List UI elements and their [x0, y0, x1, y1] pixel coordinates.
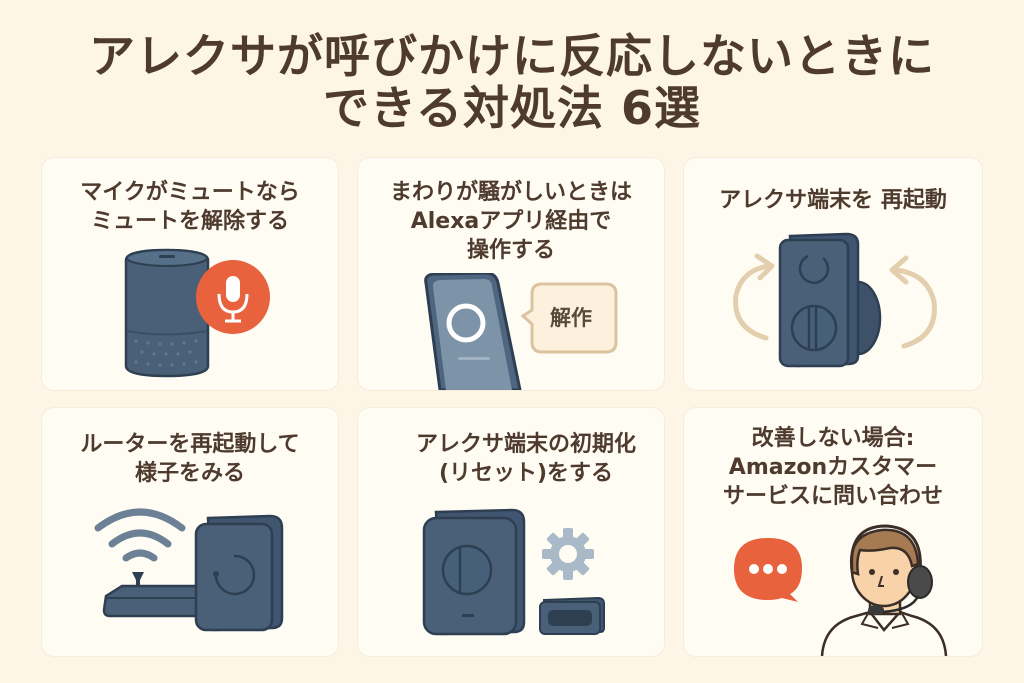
- rotate-arrows-icon: [733, 253, 937, 349]
- power-device-icon: [194, 514, 284, 632]
- card-restart-router: ルーターを再起動して 様子をみる: [42, 408, 338, 656]
- smartphone-icon: [424, 273, 522, 390]
- card-label: アレクサ端末を 再起動: [719, 188, 947, 213]
- card-label: アレクサ端末の初期化 (リセット)をする: [415, 432, 636, 486]
- card-contact-support: 改善しない場合: Amazonカスタマー サービスに問い合わせ: [684, 408, 982, 656]
- router-icon: [102, 572, 214, 618]
- speech-bubble-icon: [520, 282, 618, 354]
- smart-speaker-icon: [124, 248, 270, 378]
- title-line-2: できる対処法 6選: [322, 81, 702, 135]
- chat-bubble-icon: [734, 538, 802, 602]
- device-icon: [422, 508, 526, 636]
- speech-bubble-text: 解作: [550, 306, 592, 330]
- title-line-1: アレクサが呼びかけに反応しないときに: [89, 29, 935, 83]
- small-device-icon: [539, 596, 605, 636]
- card-label: まわりが騒がしいときは Alexaアプリ経由で 操作する: [389, 180, 632, 263]
- gear-icon: [542, 528, 594, 580]
- card-label: マイクがミュートなら ミュートを解除する: [80, 180, 300, 234]
- card-restart-device: アレクサ端末を 再起動: [684, 158, 982, 390]
- card-alexa-app: まわりが騒がしいときは Alexaアプリ経由で 操作する 解作: [358, 158, 664, 390]
- card-label: 改善しない場合: Amazonカスタマー サービスに問い合わせ: [722, 426, 943, 509]
- smart-lock-device-icon: [778, 232, 882, 368]
- card-label: ルーターを再起動して 様子をみる: [80, 432, 300, 486]
- card-unmute-mic: マイクがミュートなら ミュートを解除する: [42, 158, 338, 390]
- page-title: アレクサが呼びかけに反応しないときに できる対処法 6選: [0, 30, 1024, 134]
- support-agent-icon: [820, 524, 948, 656]
- alexa-ring-icon: [446, 303, 486, 343]
- card-factory-reset: アレクサ端末の初期化 (リセット)をする: [358, 408, 664, 656]
- microphone-icon: [196, 260, 270, 334]
- wifi-icon: [94, 508, 186, 562]
